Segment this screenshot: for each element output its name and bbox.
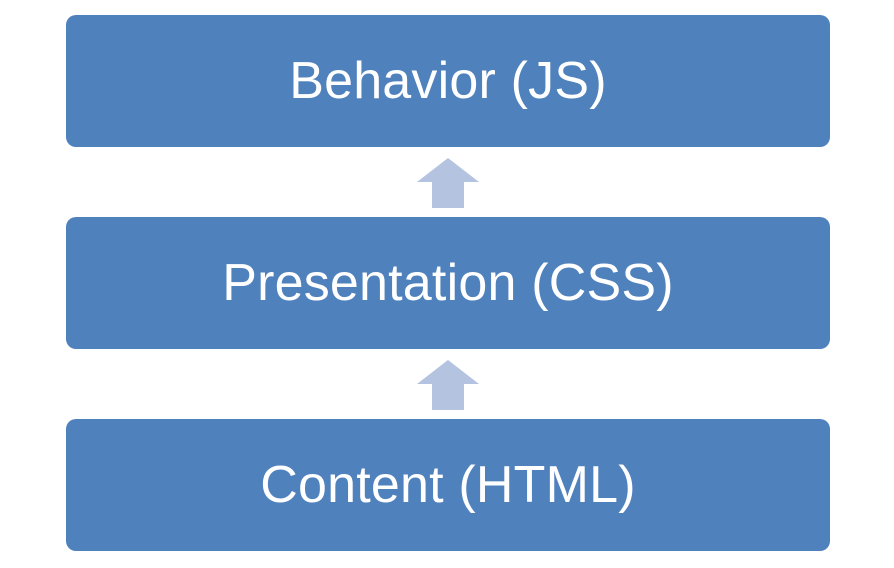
layer-box-content: Content (HTML) xyxy=(66,419,830,551)
layer-label-presentation: Presentation (CSS) xyxy=(222,254,674,312)
layer-label-content: Content (HTML) xyxy=(260,456,636,514)
layer-label-behavior: Behavior (JS) xyxy=(289,52,607,110)
up-arrow-icon xyxy=(417,158,479,208)
layer-box-behavior: Behavior (JS) xyxy=(66,15,830,147)
up-arrow-shape xyxy=(417,360,479,410)
up-arrow-icon xyxy=(417,360,479,410)
up-arrow-shape xyxy=(417,158,479,208)
layer-box-presentation: Presentation (CSS) xyxy=(66,217,830,349)
